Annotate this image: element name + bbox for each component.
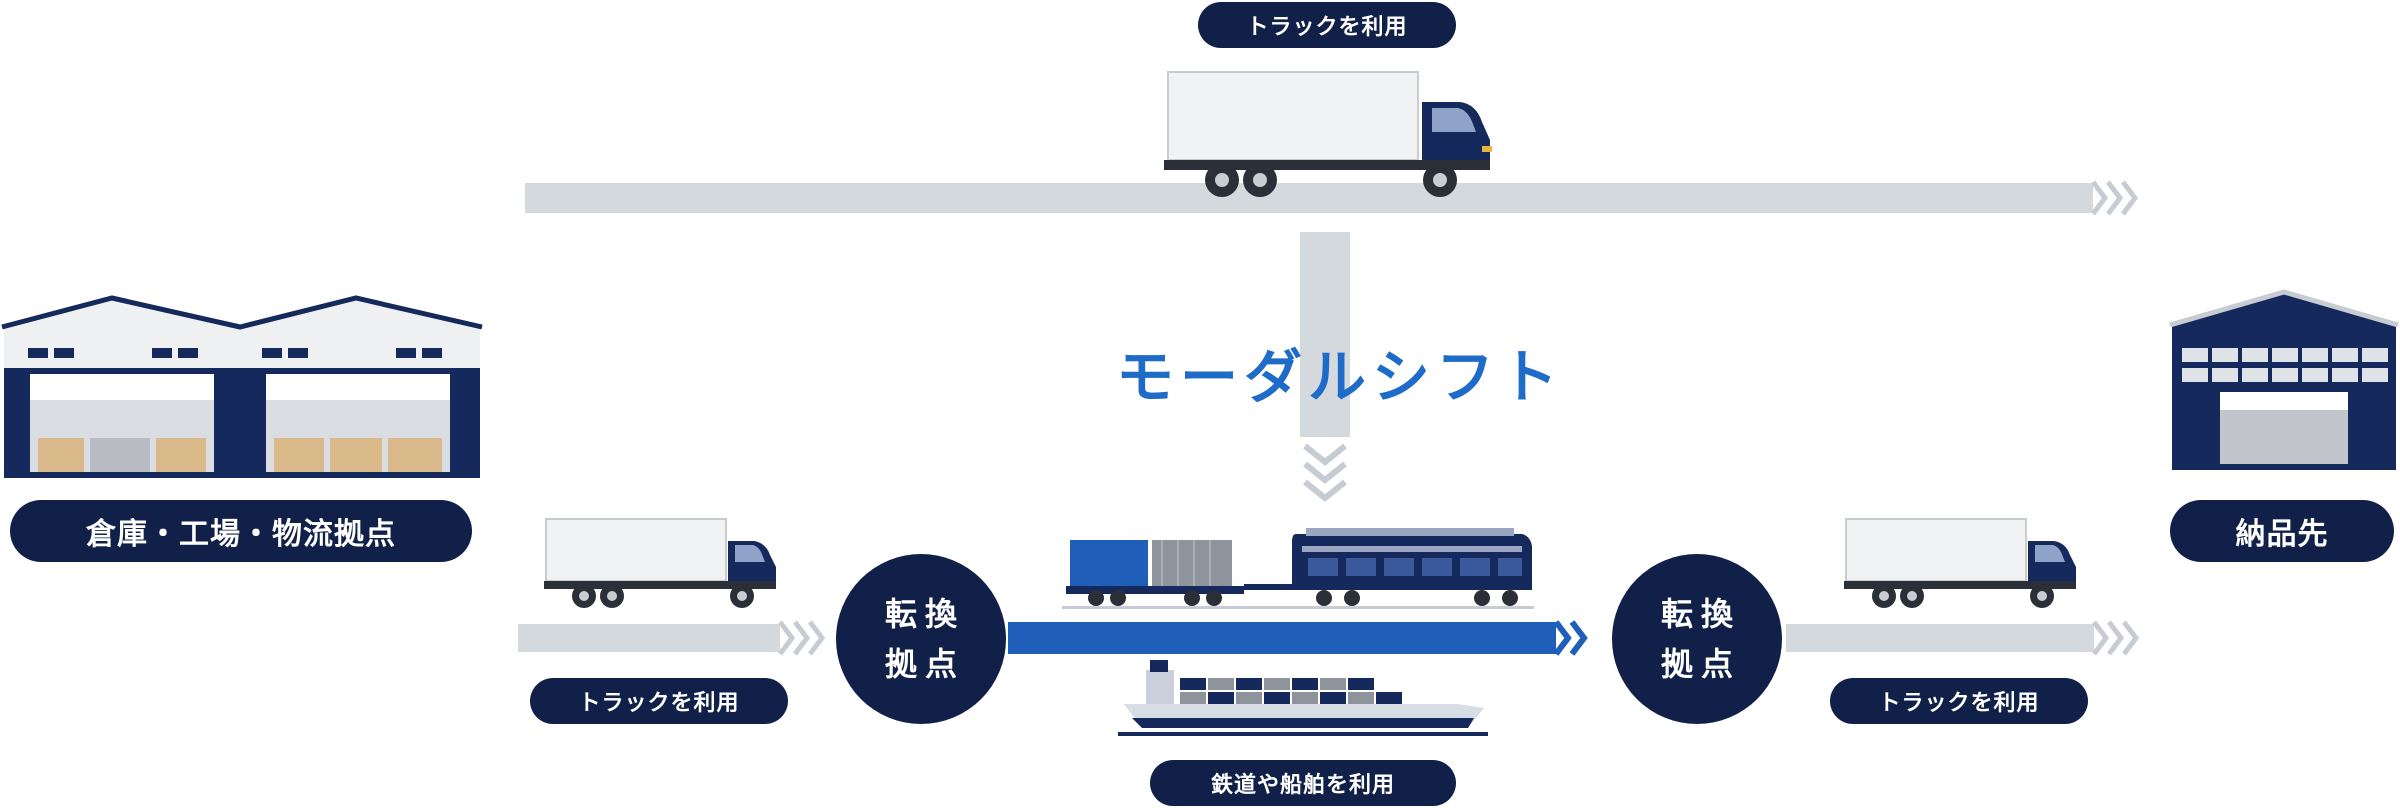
truck-icon <box>1844 518 2076 608</box>
last-leg-label: トラックを利用 <box>1830 678 2088 724</box>
truck-icon <box>544 518 776 608</box>
transfer-hub-outbound: 転換 拠点 <box>1612 554 1782 724</box>
warehouse-icon <box>1 295 483 478</box>
hub-label-line1: 転換 <box>1660 595 1741 633</box>
top-route-label: トラックを利用 <box>1198 2 1456 48</box>
chevron-down-icon <box>1303 479 1347 502</box>
hub-label-line1: 転換 <box>884 595 965 633</box>
truck-icon <box>1164 71 1492 197</box>
modal-shift-title: モーダルシフト <box>1116 343 1565 411</box>
hub-label-line2: 拠点 <box>884 645 965 683</box>
freight-train-icon <box>1062 528 1534 609</box>
origin-label: 倉庫・工場・物流拠点 <box>10 500 472 562</box>
container-ship-icon <box>1118 660 1488 736</box>
destination-label: 納品先 <box>2170 500 2394 562</box>
chevron-down-icon <box>1303 443 1347 466</box>
main-leg-label: 鉄道や船舶を利用 <box>1150 760 1456 806</box>
hub-label-line2: 拠点 <box>1660 645 1741 683</box>
first-leg-label: トラックを利用 <box>530 678 788 724</box>
transfer-hub-inbound: 転換 拠点 <box>836 554 1006 724</box>
chevron-down-icon <box>1303 461 1347 484</box>
destination-building-icon <box>2169 289 2399 470</box>
